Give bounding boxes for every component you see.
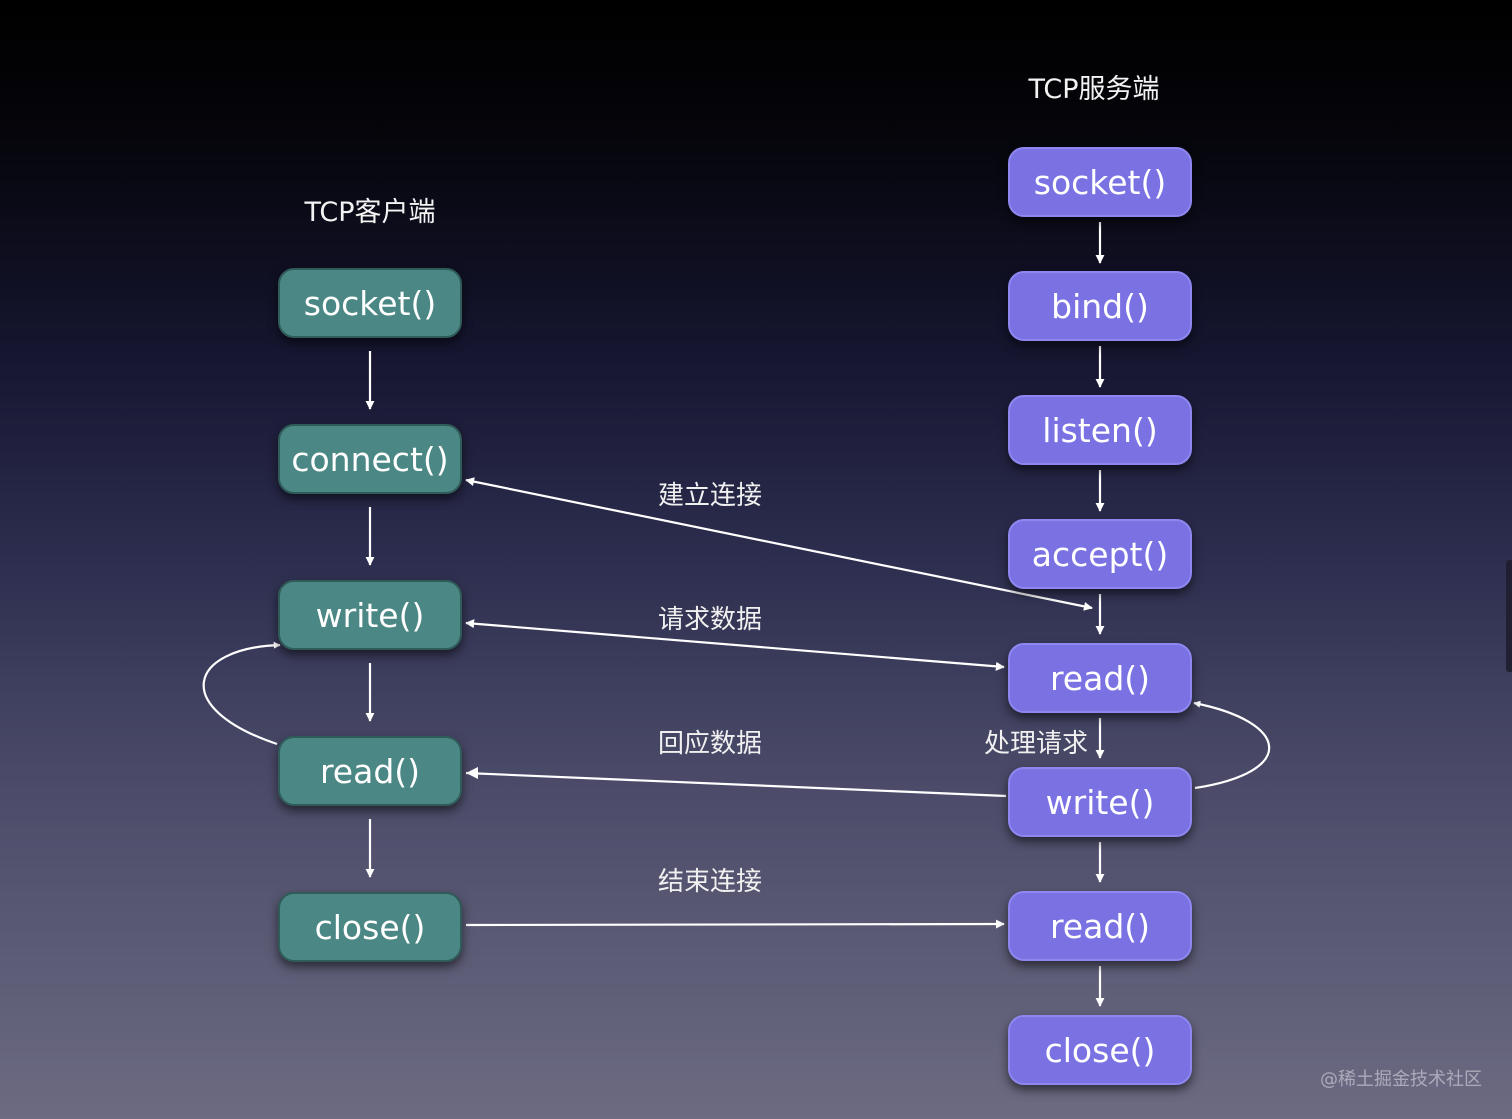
client-loop-arrow xyxy=(202,641,281,746)
server-socket-node: socket() xyxy=(1008,147,1192,217)
server-accept-node: accept() xyxy=(1008,519,1192,589)
client-title: TCP客户端 xyxy=(304,197,436,228)
client-connect-node: connect() xyxy=(278,424,462,494)
side-scroll-handle[interactable] xyxy=(1506,560,1512,672)
server-title: TCP服务端 xyxy=(1028,74,1160,105)
respond-data-arrow xyxy=(465,771,1007,798)
request-data-label: 请求数据 xyxy=(657,605,763,635)
server-read2-node: read() xyxy=(1008,891,1192,961)
establish-connection-label: 建立连接 xyxy=(657,481,763,511)
server-read-node: read() xyxy=(1008,643,1192,713)
server-close-node: close() xyxy=(1008,1015,1192,1085)
establish-connection-arrow xyxy=(465,477,1093,611)
close-connection-label: 结束连接 xyxy=(657,867,763,897)
close-connection-arrow xyxy=(465,919,1005,929)
server-listen-node: listen() xyxy=(1008,395,1192,465)
client-socket-node: socket() xyxy=(278,268,462,338)
client-write-node: write() xyxy=(278,580,462,650)
client-close-node: close() xyxy=(278,892,462,962)
respond-arrowhead xyxy=(466,767,478,779)
server-loop-arrow xyxy=(1193,700,1271,790)
server-bind-node: bind() xyxy=(1008,271,1192,341)
respond-data-label: 回应数据 xyxy=(657,729,763,759)
watermark: @稀土掘金技术社区 xyxy=(1320,1069,1482,1090)
client-read-node: read() xyxy=(278,736,462,806)
process-request-label: 处理请求 xyxy=(983,729,1089,759)
server-write-node: write() xyxy=(1008,767,1192,837)
request-data-arrow xyxy=(465,619,1005,671)
